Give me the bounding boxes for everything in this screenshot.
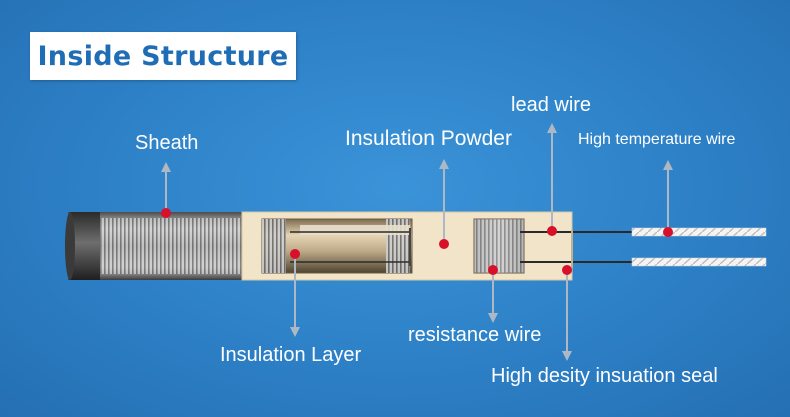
inner-tube <box>261 218 413 274</box>
label-high-temperature-wire: High temperature wire <box>578 131 736 148</box>
label-high-density-seal: High desity insuation seal <box>491 365 718 387</box>
arrows <box>161 123 673 361</box>
lead-wires <box>520 230 635 268</box>
label-insulation-layer: Insulation Layer <box>220 344 362 366</box>
label-sheath: Sheath <box>135 132 199 154</box>
marker-sheath <box>161 208 171 218</box>
high-temperature-wires <box>631 227 767 267</box>
sheath-cylinder <box>65 212 250 280</box>
label-insulation-powder: Insulation Powder <box>345 127 512 150</box>
resistance-coil <box>473 218 525 274</box>
marker-lead-wire <box>547 226 557 236</box>
marker-dots <box>161 208 673 275</box>
marker-resistance-wire <box>488 265 498 275</box>
marker-high-density-seal <box>562 265 572 275</box>
label-resistance-wire: resistance wire <box>408 324 542 346</box>
marker-insulation-powder <box>439 239 449 249</box>
marker-insulation-layer <box>290 249 300 259</box>
marker-high-temperature-wire <box>663 227 673 237</box>
diagram-title: Inside Structure <box>37 40 289 72</box>
title-box: Inside Structure <box>30 32 296 80</box>
label-lead-wire: lead wire <box>511 94 592 116</box>
